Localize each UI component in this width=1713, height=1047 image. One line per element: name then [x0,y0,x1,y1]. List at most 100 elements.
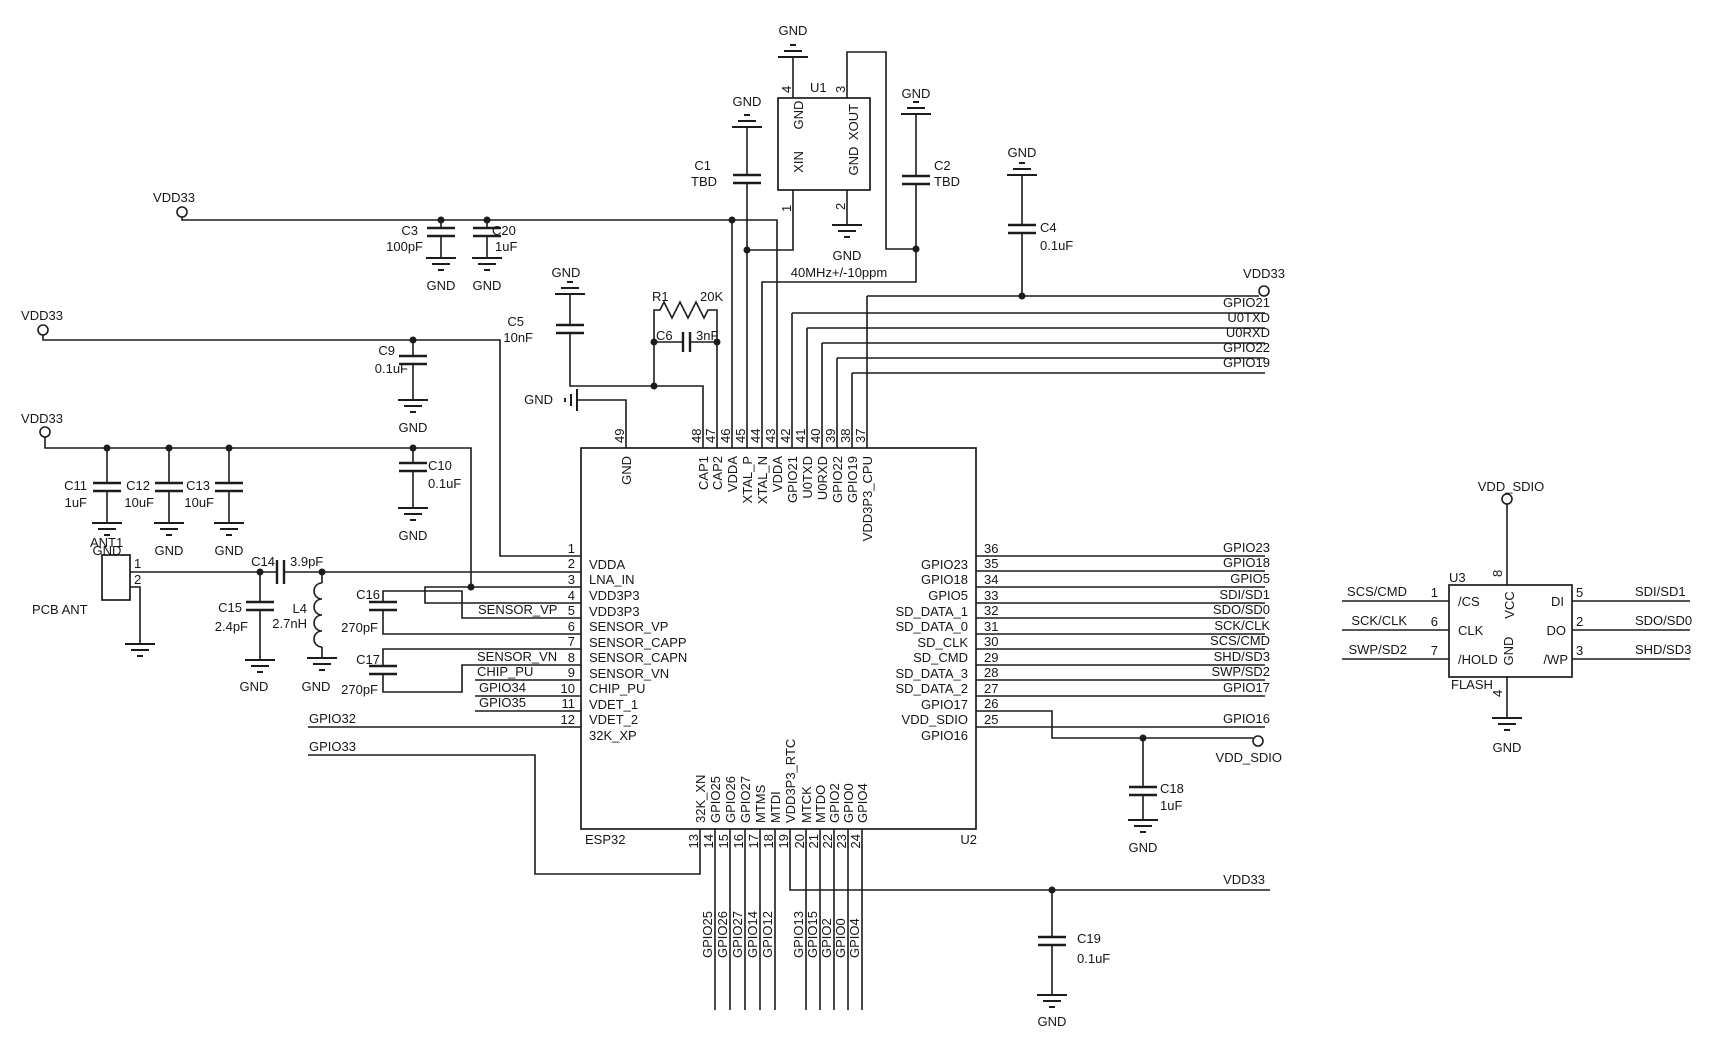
u2-top-pin-name-41: U0TXD [800,456,815,499]
u2-top-pin-num-47: 47 [703,429,718,443]
u3-gnd-name: GND [1501,637,1516,666]
c11-value: 1uF [65,495,87,510]
gnd-label: GND [1038,1014,1067,1029]
u1-gnd-pin-name: GND [846,147,861,176]
gnd-icon [1007,162,1037,176]
c13-ref: C13 [186,478,210,493]
u2-top-pin-name-39: GPIO22 [830,456,845,503]
junction-dots [103,216,1147,894]
gnd-label: GND [240,679,269,694]
u2-bottom-pin-name-20: MTCK [799,786,814,823]
u2-bottom-pin-name-15: GPIO26 [723,776,738,823]
vdd33-label: VDD33 [21,411,63,426]
u2-left-pin-num-11: 11 [562,696,576,711]
c1-value: TBD [691,174,717,189]
net-label-sck-clk: SCK/CLK [1214,618,1270,633]
labels: VDD33 VDD33 VDD33 VDD33 VDD33 VDD_SDIO V… [21,23,1692,1029]
net-label-gpio16: GPIO16 [1223,711,1270,726]
gnd-label: GND [524,392,553,407]
u2-top-pin-num-37: 37 [853,429,868,443]
u2-left-pin-name-6: SENSOR_CAPP [589,635,687,650]
gnd-icon [778,44,808,58]
c15-ref: C15 [218,600,242,615]
u1-crystal-body [777,97,871,191]
u2-top-pin-num-48: 48 [689,429,704,443]
c11-ref: C11 [64,478,87,493]
c5-value: 10nF [503,330,533,345]
u1-xout-pin-name: XOUT [846,104,861,140]
u2-bottom-pin-num-16: 16 [731,834,746,848]
c3-value: 100pF [386,239,423,254]
gnd-icon [1492,717,1522,731]
net-label-gpio13: GPIO13 [791,911,806,958]
c10-ref: C10 [428,458,452,473]
u3-pin6-num: 6 [1431,614,1438,629]
u2-left-pin-num-9: 9 [568,665,575,680]
u2-top-pin-name-45: XTAL_P [740,456,755,503]
u2-top-pin-num-40: 40 [808,429,823,443]
net-label-u0txd: U0TXD [1227,310,1270,325]
u2-left-pin-name-8: SENSOR_VN [589,666,669,681]
u2-top-pin-name-48: CAP1 [696,456,711,490]
u2-bottom-pin-num-24: 24 [848,834,863,848]
gnd-icon [307,657,337,671]
u3-net-shd-sd3: SHD/SD3 [1635,642,1691,657]
u3-part-label: FLASH [1451,677,1493,692]
net-label-gpio5: GPIO5 [1230,571,1270,586]
u2-left-pin-num-2: 2 [568,556,575,571]
u2-left-pin-name-4: VDD3P3 [589,604,640,619]
u2-bottom-pin-num-17: 17 [746,834,761,848]
net-label-u0rxd: U0RXD [1226,325,1270,340]
c16-value: 270pF [341,620,378,635]
net-label-gpio19: GPIO19 [1223,355,1270,370]
u2-right-pin-num-29: 29 [984,650,998,665]
vdd-sdio-label: VDD_SDIO [1478,479,1544,494]
u2-bottom-pin-num-20: 20 [792,834,807,848]
capacitor-plates [93,173,1157,947]
net-label-sdo-sd0: SDO/SD0 [1213,602,1270,617]
c1-ref: C1 [694,158,711,173]
u2-top-pin-num-38: 38 [838,429,853,443]
u3-di-name: DI [1551,594,1564,609]
u2-bottom-pin-name-21: MTDO [813,785,828,823]
u3-pin1-num: 1 [1431,585,1438,600]
u3-pin2-num: 2 [1576,614,1583,629]
u2-left-pin-num-12: 12 [561,712,575,727]
u2-right-pin-num-34: 34 [984,572,998,587]
u2-right-pin-num-30: 30 [984,634,998,649]
power-terminals [37,206,1513,747]
u2-pin-texts: 1VDDA2LNA_IN3VDD3P34VDD3P35SENSOR_VP6SEN… [561,295,1271,958]
u3-flash-body [1448,584,1573,678]
c16-ref: C16 [356,587,380,602]
u2-top-pin-name-38: GPIO19 [845,456,860,503]
gnd-label: GND [1008,145,1037,160]
net-gpio35: GPIO35 [479,695,526,710]
u2-right-pin-num-25: 25 [984,712,998,727]
u3-vcc-name: VCC [1502,591,1517,618]
u2-right-pin-num-36: 36 [984,541,998,556]
u2-left-pin-num-3: 3 [568,572,575,587]
u2-right-pin-num-28: 28 [984,665,998,680]
u3-net-swp-sd2: SWP/SD2 [1348,642,1407,657]
u2-left-pin-num-7: 7 [568,634,575,649]
ant1-pin2-num: 2 [134,572,141,587]
gnd-label: GND [302,679,331,694]
u3-pin7-num: 7 [1431,643,1438,658]
u2-top-pin-num-49: 49 [612,429,627,443]
u2-top-pin-num-41: 41 [793,429,808,443]
gnd-icon [245,659,275,673]
u3-ref: U3 [1449,570,1466,585]
u3-pin4-num: 4 [1490,690,1505,697]
u2-bottom-pin-num-18: 18 [761,834,776,848]
u2-bottom-pin-num-15: 15 [716,834,731,848]
gnd-icon [398,507,428,521]
u2-right-pin-name-35: GPIO18 [921,572,968,587]
gnd-label: GND [93,543,122,558]
u2-right-pin-name-28: SD_DATA_2 [896,681,969,696]
u2-left-pin-name-7: SENSOR_CAPN [589,650,687,665]
net-sensor-vp: SENSOR_VP [478,602,557,617]
c17-ref: C17 [356,652,380,667]
vdd33-terminal [1258,285,1270,297]
u2-ref: U2 [960,832,977,847]
u2-left-pin-num-5: 5 [568,603,575,618]
